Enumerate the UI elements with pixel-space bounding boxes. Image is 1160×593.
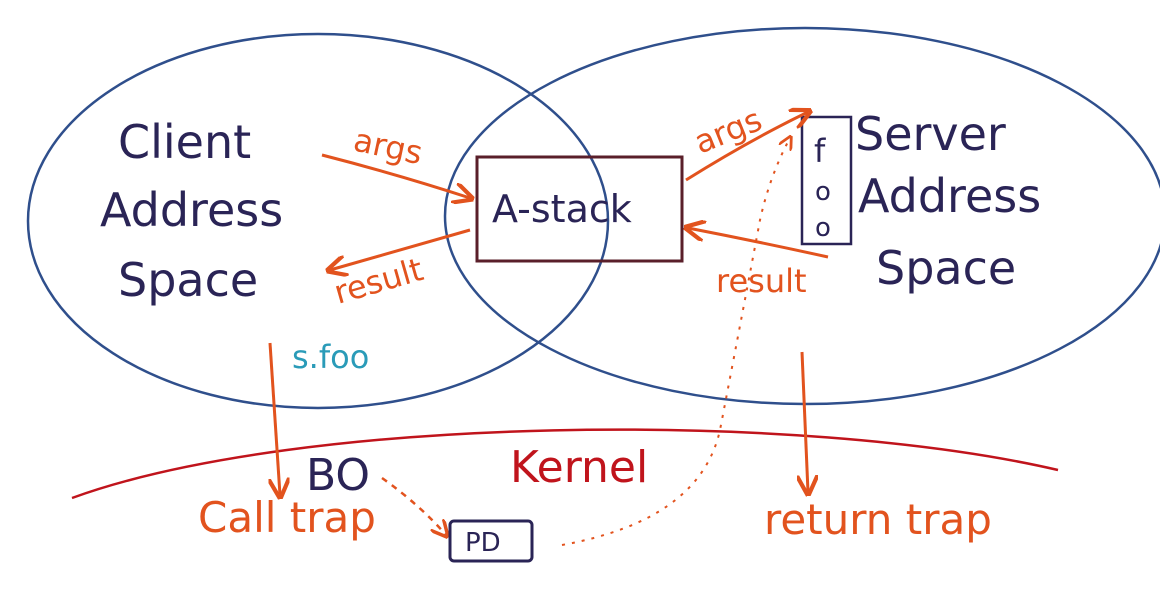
server-args-arrow [685,112,808,182]
server-result-label: result [716,262,807,300]
client-label-line2: Address [100,183,283,237]
a-stack-label: A-stack [492,187,632,231]
pd-to-foo-dotted-arrow [561,138,790,546]
client-label-line3: Space [118,253,258,307]
pd-label: PD [465,528,501,558]
client-address-space-ellipse [26,32,610,410]
client-result-label: result [330,250,427,311]
client-label-line1: Client [118,115,251,169]
client-args-arrow [321,153,470,198]
server-label-line2: Address [858,169,1041,223]
return-arrow [802,351,808,492]
call-label: s.foo [292,338,369,376]
server-args-label: args [689,100,767,161]
foo-char-o2: o [815,213,831,243]
bo-label: BO [306,450,370,501]
a-stack-box [475,155,684,263]
server-result-arrow [688,228,829,259]
server-label-line1: Server [855,107,1006,161]
kernel-label: Kernel [510,442,648,493]
foo-char-o1: o [815,177,831,207]
pd-box [448,519,534,563]
return-trap-label: return trap [764,495,992,544]
call-trap-label: Call trap [198,493,376,542]
kernel-boundary-line [71,428,1059,500]
call-arrow [270,342,280,495]
server-label-line3: Space [876,241,1016,295]
bo-to-pd-dashed-arrow [381,476,446,535]
foo-char-f: f [814,132,826,170]
foo-stack-box [800,115,853,246]
client-result-arrow [330,228,471,270]
